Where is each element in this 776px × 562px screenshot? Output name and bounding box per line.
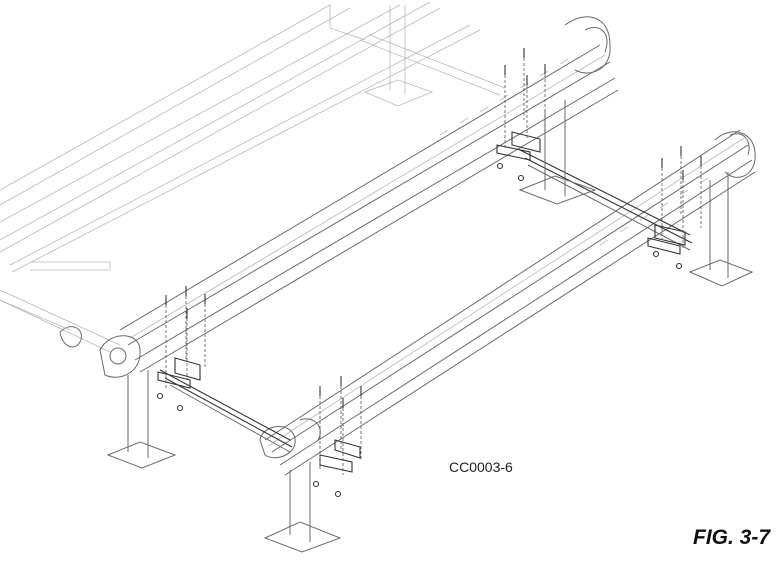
nut bbox=[156, 392, 164, 400]
nut bbox=[517, 174, 525, 182]
bolt-group-front bbox=[312, 376, 362, 498]
cross-members bbox=[157, 131, 693, 473]
figure-label: FIG. 3-7 bbox=[693, 526, 771, 549]
nut bbox=[176, 404, 184, 412]
nut bbox=[312, 480, 320, 488]
nut bbox=[652, 250, 660, 258]
drawing-part-code: CC0003-6 bbox=[449, 459, 513, 475]
bolt-group-rear bbox=[496, 48, 546, 182]
nut bbox=[334, 490, 342, 498]
support-legs bbox=[106, 100, 754, 553]
nut bbox=[496, 162, 504, 170]
lower-conveyor-rail bbox=[259, 129, 756, 476]
upper-conveyor-rail bbox=[0, 16, 619, 378]
fasteners bbox=[156, 48, 702, 498]
bolt-group-right bbox=[652, 146, 702, 270]
nut bbox=[675, 262, 683, 270]
background-conveyor-section bbox=[0, 1, 506, 353]
bolt-group-left bbox=[156, 286, 206, 412]
